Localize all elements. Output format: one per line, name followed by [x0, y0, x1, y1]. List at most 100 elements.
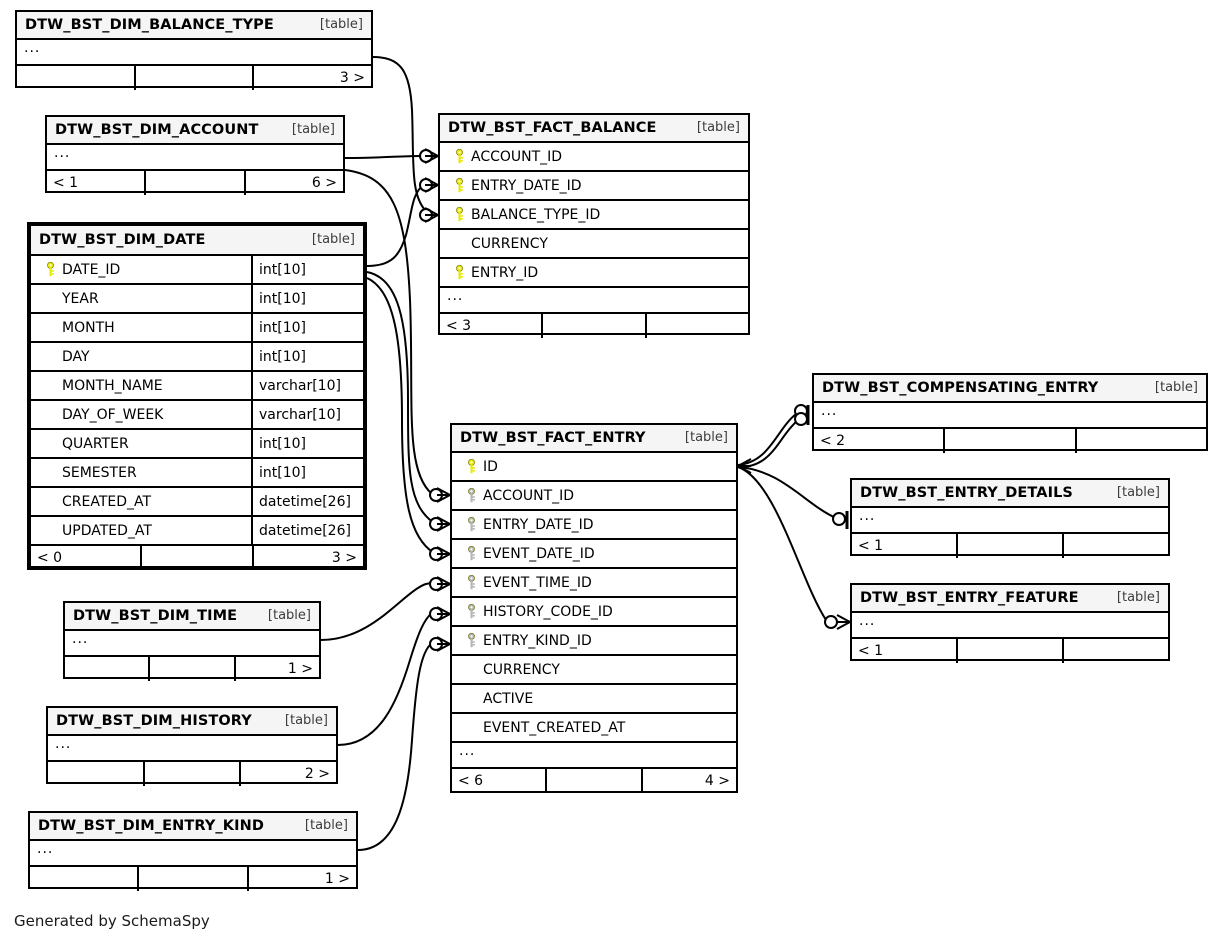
column-name-cell: DATE_ID [31, 256, 251, 283]
table-node-dim_balance_type[interactable]: DTW_BST_DIM_BALANCE_TYPE[table]...3 > [15, 10, 373, 90]
table-node-compensating_entry[interactable]: DTW_BST_COMPENSATING_ENTRY[table]...< 2 [812, 373, 1208, 453]
column-label: CURRENCY [483, 661, 560, 678]
table-row[interactable]: ENTRY_KIND_ID [452, 627, 736, 656]
table-node-dim_entry_kind[interactable]: DTW_BST_DIM_ENTRY_KIND[table]...1 > [28, 811, 358, 891]
column-label: ID [483, 458, 498, 475]
column-type-label: datetime[26] [259, 493, 351, 510]
ellipsis-label: ... [459, 743, 476, 759]
more-columns-indicator[interactable]: ... [30, 841, 356, 867]
table-row[interactable]: ACCOUNT_ID [452, 482, 736, 511]
table-row[interactable]: CURRENCY [440, 230, 748, 259]
footer-children-count [644, 314, 748, 338]
column-label: ACCOUNT_ID [471, 148, 563, 165]
more-columns-indicator[interactable]: ... [814, 403, 1206, 429]
table-title: DTW_BST_DIM_HISTORY [56, 712, 252, 729]
column-name-cell: CURRENCY [440, 230, 748, 257]
footer-middle [133, 66, 253, 90]
more-columns-indicator[interactable]: ... [852, 508, 1168, 534]
table-title: DTW_BST_COMPENSATING_ENTRY [822, 379, 1099, 396]
table-header-compensating_entry: DTW_BST_COMPENSATING_ENTRY[table] [814, 375, 1206, 403]
table-row[interactable]: EVENT_TIME_ID [452, 569, 736, 598]
more-columns-indicator[interactable]: ... [440, 288, 748, 314]
column-type-cell: varchar[10] [251, 372, 370, 399]
table-row[interactable]: ACTIVE [452, 685, 736, 714]
table-row[interactable]: BALANCE_TYPE_ID [440, 201, 748, 230]
table-footer-dim_balance_type: 3 > [17, 66, 371, 90]
key-icon-primary [447, 149, 471, 164]
table-row[interactable]: EVENT_CREATED_AT [452, 714, 736, 743]
ellipsis-label: ... [859, 613, 876, 629]
ellipsis-label: ... [859, 508, 876, 524]
column-name-cell: HISTORY_CODE_ID [452, 598, 736, 625]
table-footer-entry_feature: < 1 [852, 639, 1168, 663]
table-row[interactable]: DAY_OF_WEEK varchar[10] [31, 401, 363, 430]
table-row[interactable]: HISTORY_CODE_ID [452, 598, 736, 627]
table-title: DTW_BST_DIM_ENTRY_KIND [38, 817, 264, 834]
table-type-tag: [table] [311, 232, 355, 247]
column-type-label: int[10] [259, 348, 306, 365]
table-node-dim_history[interactable]: DTW_BST_DIM_HISTORY[table]...2 > [46, 706, 338, 786]
column-label: ACCOUNT_ID [483, 487, 575, 504]
table-row[interactable]: ID [452, 453, 736, 482]
table-header-fact_balance: DTW_BST_FACT_BALANCE[table] [440, 115, 748, 143]
key-icon-foreign [459, 488, 483, 503]
table-row[interactable]: ENTRY_ID [440, 259, 748, 288]
column-name-cell: ENTRY_DATE_ID [440, 172, 748, 199]
column-type-cell: int[10] [251, 256, 370, 283]
table-node-dim_time[interactable]: DTW_BST_DIM_TIME[table]...1 > [63, 601, 321, 681]
table-header-dim_time: DTW_BST_DIM_TIME[table] [65, 603, 319, 631]
footer-middle [956, 534, 1062, 558]
table-row[interactable]: ENTRY_DATE_ID [440, 172, 748, 201]
column-label: ENTRY_ID [471, 264, 539, 281]
table-row[interactable]: EVENT_DATE_ID [452, 540, 736, 569]
ellipsis-label: ... [821, 403, 838, 419]
table-row[interactable]: CURRENCY [452, 656, 736, 685]
footer-children-count: 3 > [252, 66, 371, 90]
table-header-dim_date: DTW_BST_DIM_DATE[table] [31, 226, 363, 256]
footer-middle [140, 546, 251, 570]
column-label: MONTH [62, 319, 115, 336]
more-columns-indicator[interactable]: ... [47, 145, 343, 171]
footer-parents-count: < 6 [458, 773, 484, 789]
table-node-fact_balance[interactable]: DTW_BST_FACT_BALANCE[table] ACCOUNT_ID ENT… [438, 113, 750, 338]
table-row[interactable]: ACCOUNT_ID [440, 143, 748, 172]
footer-middle [956, 639, 1062, 663]
footer-parents-count [65, 657, 148, 681]
table-row[interactable]: ENTRY_DATE_ID [452, 511, 736, 540]
table-title: DTW_BST_ENTRY_FEATURE [860, 589, 1079, 606]
table-node-entry_feature[interactable]: DTW_BST_ENTRY_FEATURE[table]...< 1 [850, 583, 1170, 663]
more-columns-indicator[interactable]: ... [852, 613, 1168, 639]
more-columns-indicator[interactable]: ... [48, 736, 336, 762]
more-columns-indicator[interactable]: ... [17, 40, 371, 66]
column-name-cell: ACCOUNT_ID [440, 143, 748, 170]
more-columns-indicator[interactable]: ... [452, 743, 736, 769]
column-name-cell: DAY_OF_WEEK [31, 401, 251, 428]
key-icon-foreign [459, 575, 483, 590]
column-label: EVENT_CREATED_AT [483, 719, 626, 736]
ellipsis-label: ... [37, 841, 54, 857]
footer-parents-count [30, 867, 137, 891]
column-type-cell: int[10] [251, 314, 370, 341]
footer-parents-count [17, 66, 134, 90]
column-name-cell: ENTRY_ID [440, 259, 748, 286]
column-type-label: int[10] [259, 290, 306, 307]
key-icon-foreign [459, 517, 483, 532]
column-name-cell: SEMESTER [31, 459, 251, 486]
table-node-entry_details[interactable]: DTW_BST_ENTRY_DETAILS[table]...< 1 [850, 478, 1170, 558]
column-type-label: varchar[10] [259, 406, 341, 423]
more-columns-indicator[interactable]: ... [65, 631, 319, 657]
